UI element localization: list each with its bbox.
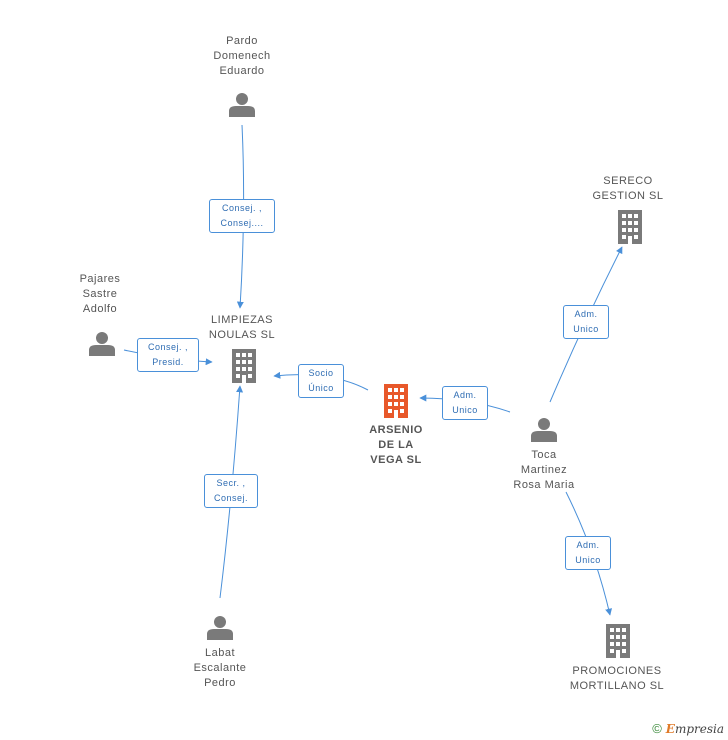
footer-brand: © Empresia (652, 721, 724, 736)
edge-label-pardo-limpiezas[interactable]: Consej. , Consej.... (209, 199, 275, 233)
node-label-arsenio[interactable]: ARSENIO DE LA VEGA SL (369, 424, 423, 466)
node-label-promociones[interactable]: PROMOCIONES MORTILLANO SL (569, 665, 665, 692)
person-icon[interactable] (207, 616, 233, 640)
building-icon[interactable] (618, 210, 642, 244)
edge-label-labat-limpiezas[interactable]: Secr. , Consej. (204, 474, 258, 508)
node-label-pardo[interactable]: Pardo Domenech Eduardo (213, 35, 271, 77)
edge-label-toca-sereco[interactable]: Adm. Unico (563, 305, 609, 339)
edge-label-pajares-limpiezas[interactable]: Consej. , Presid. (137, 338, 199, 372)
person-icon[interactable] (89, 332, 115, 356)
node-label-limpiezas[interactable]: LIMPIEZAS NOULAS SL (208, 314, 276, 341)
node-label-pajares[interactable]: Pajares Sastre Adolfo (79, 273, 121, 315)
node-label-toca[interactable]: Toca Martinez Rosa Maria (513, 449, 575, 491)
edge-label-toca-arsenio[interactable]: Adm. Unico (442, 386, 488, 420)
edge-label-toca-promociones[interactable]: Adm. Unico (565, 536, 611, 570)
edge-label-arsenio-limpiezas[interactable]: Socio Único (298, 364, 344, 398)
person-icon[interactable] (531, 418, 557, 442)
brand-logo[interactable]: Empresia (665, 721, 724, 736)
copyright-icon: © (652, 721, 662, 736)
building-icon[interactable] (606, 624, 630, 658)
node-label-sereco[interactable]: SERECO GESTION SL (592, 175, 664, 202)
person-icon[interactable] (229, 93, 255, 117)
building-icon[interactable] (384, 384, 408, 418)
building-icon[interactable] (232, 349, 256, 383)
node-label-labat[interactable]: Labat Escalante Pedro (193, 647, 247, 689)
